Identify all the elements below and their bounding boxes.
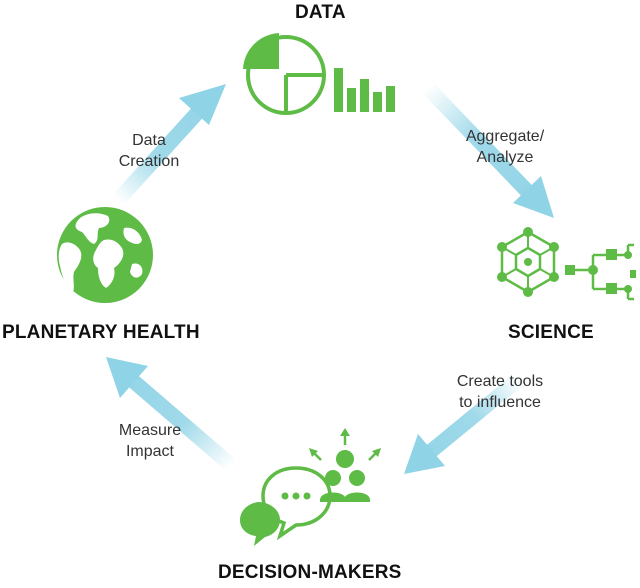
arrow-data-creation bbox=[112, 84, 226, 206]
edge-label-measure-impact-line1: Measure bbox=[118, 422, 182, 439]
arrow-create-tools bbox=[404, 364, 535, 474]
node-title-decision-makers: DECISION-MAKERS bbox=[218, 562, 402, 583]
node-title-science: SCIENCE bbox=[508, 322, 594, 343]
edge-label-create-tools-line2: to influence bbox=[459, 394, 541, 411]
edge-label-measure-impact: Measure Impact bbox=[100, 420, 200, 462]
arrow-aggregate bbox=[422, 82, 554, 218]
globe-icon bbox=[57, 207, 153, 303]
edge-label-create-tools-line1: Create tools bbox=[456, 373, 544, 390]
pie-chart-and-bar-chart-icon bbox=[243, 33, 395, 115]
edge-label-measure-impact-line2: Impact bbox=[125, 443, 174, 460]
edge-label-data-creation-line1: Data bbox=[132, 132, 166, 149]
molecule-and-network-icon bbox=[497, 227, 636, 301]
edge-label-aggregate-line1: Aggregate/ bbox=[465, 128, 545, 145]
edge-label-data-creation-line2: Creation bbox=[118, 153, 180, 170]
chat-and-people-icon bbox=[240, 428, 381, 546]
node-title-data: DATA bbox=[295, 2, 346, 23]
edge-label-data-creation: Data Creation bbox=[104, 130, 194, 172]
edge-label-create-tools: Create tools to influence bbox=[440, 371, 560, 413]
edge-label-aggregate: Aggregate/ Analyze bbox=[450, 126, 560, 168]
arrow-measure-impact bbox=[106, 357, 237, 472]
edge-label-aggregate-line2: Analyze bbox=[476, 149, 534, 166]
node-title-planetary-health: PLANETARY HEALTH bbox=[2, 322, 200, 343]
